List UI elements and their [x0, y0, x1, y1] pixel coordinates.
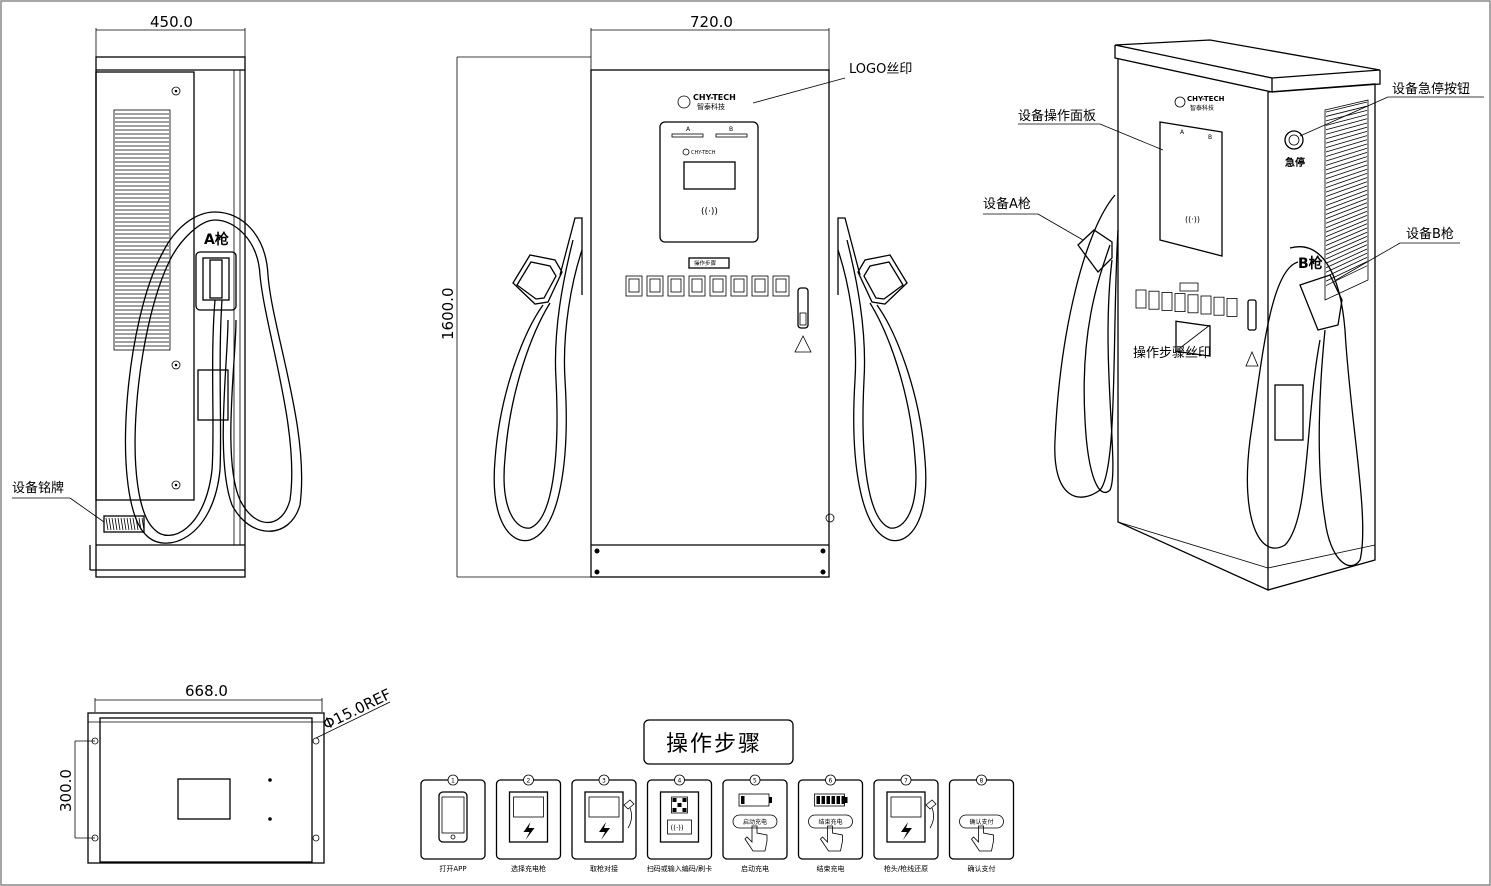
step-number: 6 — [829, 778, 833, 785]
height-dim: 1600.0 — [439, 288, 457, 341]
step-number: 1 — [451, 778, 455, 785]
front-operation-panel — [659, 121, 759, 243]
svg-text:智泰科技: 智泰科技 — [697, 102, 725, 111]
logo-print-label: LOGO丝印 — [849, 62, 912, 77]
front-gun-a — [493, 217, 583, 542]
svg-text:急停: 急停 — [1285, 156, 1305, 169]
gun-a-label: 设备A枪 — [983, 196, 1031, 212]
gun-b-label: 设备B枪 — [1406, 226, 1454, 242]
side-width-dim: 450.0 — [150, 13, 193, 31]
step-button-label: 启动充电 — [743, 818, 767, 826]
step-number: 8 — [980, 778, 984, 785]
side-view: 450.0 A枪 设备铭牌 — [12, 13, 303, 578]
svg-text:((·)): ((·)) — [671, 824, 684, 832]
operation-steps: 操作步骤 1 打开APP 2 选择充电枪 3 取枪对接 4 扫码或输入编码/刷卡 ((·)) 5 启… — [420, 719, 1015, 873]
svg-text:A: A — [686, 126, 691, 133]
svg-text:操作步骤: 操作步骤 — [694, 259, 717, 267]
step-caption: 确认支付 — [968, 864, 996, 873]
gun-b-tag: B枪 — [1298, 255, 1323, 272]
step-card-7: 7 枪头/枪线还原 — [873, 774, 939, 873]
step-button-label: 确认支付 — [969, 818, 993, 826]
svg-text:CHY-TECH: CHY-TECH — [1187, 95, 1225, 103]
nameplate-hatch — [105, 517, 145, 531]
step-card-1: 1 打开APP — [420, 774, 486, 873]
side-vent-grille — [113, 109, 171, 351]
step-number: 3 — [602, 778, 606, 785]
step-number: 4 — [678, 778, 682, 785]
steps-print-label: 操作步骤丝印 — [1133, 345, 1211, 361]
step-number: 7 — [904, 778, 908, 785]
operation-panel-label: 设备操作面板 — [1018, 108, 1096, 124]
top-depth-dim: 300.0 — [57, 769, 75, 812]
front-logo: CHY-TECH 智泰科技 — [677, 93, 736, 111]
step-number: 2 — [527, 778, 531, 785]
step-caption: 打开APP — [439, 864, 466, 873]
front-view: 720.0 1600.0 CHY-TECH 智泰科技 LOGO丝印 A B CH… — [439, 13, 927, 578]
front-width-dim: 720.0 — [690, 13, 733, 31]
iso-view: 急停 设备急停按钮 CHY-TECH 智泰科技 A B ((·)) 设备操作面板… — [983, 39, 1484, 592]
gun-a-tag: A枪 — [204, 231, 229, 248]
step-caption: 枪头/枪线还原 — [884, 864, 928, 873]
nameplate-label: 设备铭牌 — [12, 480, 64, 496]
svg-text:CHY-TECH: CHY-TECH — [691, 150, 716, 156]
svg-text:((·)): ((·)) — [701, 207, 718, 217]
step-caption: 选择充电枪 — [511, 864, 546, 873]
step-number: 5 — [753, 778, 757, 785]
svg-text:A: A — [1180, 129, 1185, 136]
iso-operation-panel — [1159, 121, 1223, 257]
svg-text:CHY-TECH: CHY-TECH — [693, 93, 736, 102]
step-button-label: 结束充电 — [818, 818, 842, 826]
step-caption: 扫码或输入编码/刷卡 — [647, 864, 712, 873]
steps-title: 操作步骤 — [666, 732, 762, 757]
step-card-4: 4 扫码或输入编码/刷卡 ((·)) — [647, 774, 712, 873]
step-caption: 取枪对接 — [590, 864, 618, 873]
step-card-3: 3 取枪对接 — [571, 774, 637, 873]
svg-text:智泰科技: 智泰科技 — [1190, 104, 1214, 112]
front-gun-b — [837, 217, 927, 542]
estop-label: 设备急停按钮 — [1392, 81, 1470, 97]
svg-text:B: B — [729, 126, 733, 133]
step-caption: 结束充电 — [817, 864, 845, 873]
svg-text:((·)): ((·)) — [1185, 215, 1200, 224]
top-width-dim: 668.0 — [185, 682, 228, 700]
svg-text:B: B — [1208, 134, 1212, 141]
step-caption: 启动充电 — [741, 864, 769, 873]
step-card-2: 2 选择充电枪 — [495, 774, 562, 873]
